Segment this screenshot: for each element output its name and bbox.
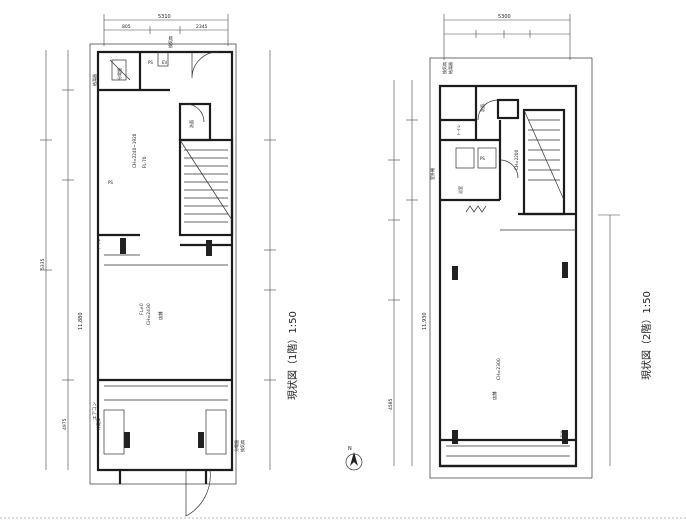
floor1-top-sub-b: 2345 — [196, 24, 208, 30]
floor1-label-3: PS — [148, 60, 153, 65]
floor2-inner-dim-a: 4585 — [388, 398, 394, 410]
floor2-plan: 5300 11,930 4585 — [388, 14, 653, 479]
floor1-aircon-label: エアコン — [92, 402, 98, 420]
floor2-label-1: 給湯器 — [447, 62, 453, 74]
floor1-caption: 現状図（1階）1:50 — [286, 311, 299, 400]
floor2-total-dim: 11,930 — [422, 313, 428, 331]
floor2-bath-label: 浴室 — [457, 186, 463, 194]
floor1-stair-level: FL-70 — [142, 156, 147, 168]
floor1-entrance-door — [185, 469, 211, 517]
floor2-top-dim: 5300 — [498, 14, 511, 20]
floor1-site-outline — [89, 43, 237, 485]
floor1-stair — [178, 138, 234, 237]
floor2-label-4: PS — [480, 156, 485, 161]
floor1-floor-level: FL±0 — [139, 303, 145, 315]
floor1-label-6: 洗面 — [188, 120, 194, 128]
floor2-sub-ceiling: CH=2200 — [514, 149, 519, 170]
floor2-room-label: 店舗 — [491, 392, 498, 400]
floor1-stair-ch: CH=2240~1920 — [132, 133, 137, 168]
floor2-site-outline — [429, 57, 593, 479]
floor2-label-0: 換気扇 — [441, 62, 447, 74]
floor1-inner-dim-a: 5335 — [40, 258, 46, 270]
floor1-label-4: EV — [162, 60, 168, 65]
floor2-label-5: 室外機 — [429, 168, 435, 180]
floor1-total-dim: 11,880 — [78, 313, 84, 331]
floor2-label-6: 手洗 — [559, 430, 565, 438]
floor1-label-8: 冷蔵庫 — [95, 418, 101, 430]
floor2-caption: 現状図（2階）1:50 — [640, 291, 653, 380]
north-arrow-icon: N — [345, 446, 363, 471]
floor1-label-1: 分電盤 — [116, 68, 122, 80]
floor2-outer-wall — [438, 84, 578, 468]
floor2-label-3: トイレ — [456, 124, 461, 136]
floor1-label-9: 分電盤 — [233, 440, 239, 452]
floor1-label-2: 換気扇 — [167, 36, 173, 48]
floor1-label-5: PS — [108, 180, 113, 185]
floor1-label-0: 給湯器 — [91, 74, 97, 86]
floor1-back-door — [191, 51, 219, 79]
north-label: N — [348, 446, 352, 452]
floor2-ceiling-note: CH=2300 — [496, 358, 502, 380]
floor1-inner-dim-b: 4975 — [62, 418, 68, 430]
floor1-outer-wall — [96, 50, 234, 472]
floor2-label-2: 洗面 — [479, 104, 485, 112]
floor1-top-dim: 5310 — [158, 14, 171, 20]
floor1-room-label: 店舗 — [157, 312, 164, 320]
floor1-label-10: 換気扇 — [239, 440, 245, 452]
floor1-label-7: トイレ — [96, 238, 101, 250]
floor1-top-sub-a: 805 — [122, 24, 131, 30]
floor1-plan: 5310 805 2345 11,880 5335 4975 — [40, 14, 299, 517]
floor1-ceiling-note: CH=2430 — [146, 303, 152, 325]
floor2-stair — [522, 108, 566, 216]
